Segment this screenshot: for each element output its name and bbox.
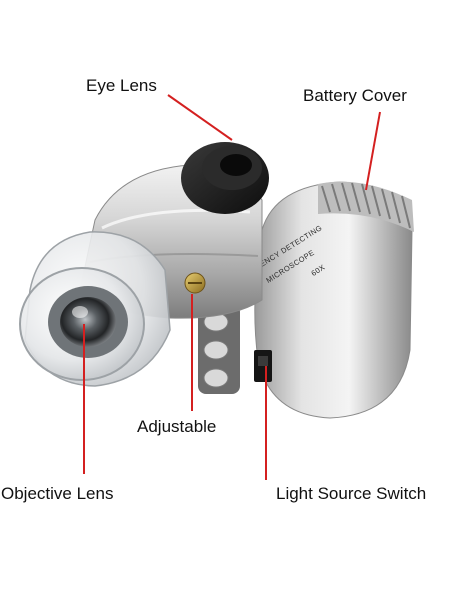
light-switch-slider[interactable] bbox=[254, 350, 272, 382]
eyepiece bbox=[181, 142, 269, 214]
label-battery-cover: Battery Cover bbox=[303, 86, 407, 105]
battery-housing: CURRENCY DETECTING MICROSCOPE 60X bbox=[198, 181, 414, 419]
label-light-source-switch: Light Source Switch bbox=[276, 484, 427, 503]
led-light-source bbox=[198, 304, 240, 394]
label-objective-lens: Objective Lens bbox=[1, 484, 114, 503]
pointer-battery-cover bbox=[365, 111, 381, 191]
pointer-eye-lens bbox=[167, 94, 233, 141]
objective-assembly bbox=[19, 231, 171, 387]
objective-lens-glass bbox=[60, 297, 116, 347]
label-eye-lens: Eye Lens bbox=[86, 76, 157, 95]
pointer-lines bbox=[83, 94, 381, 480]
focus-adjust-screw[interactable] bbox=[184, 272, 206, 294]
label-adjustable: Adjustable bbox=[137, 417, 217, 436]
battery-cover-ribs bbox=[318, 181, 414, 232]
